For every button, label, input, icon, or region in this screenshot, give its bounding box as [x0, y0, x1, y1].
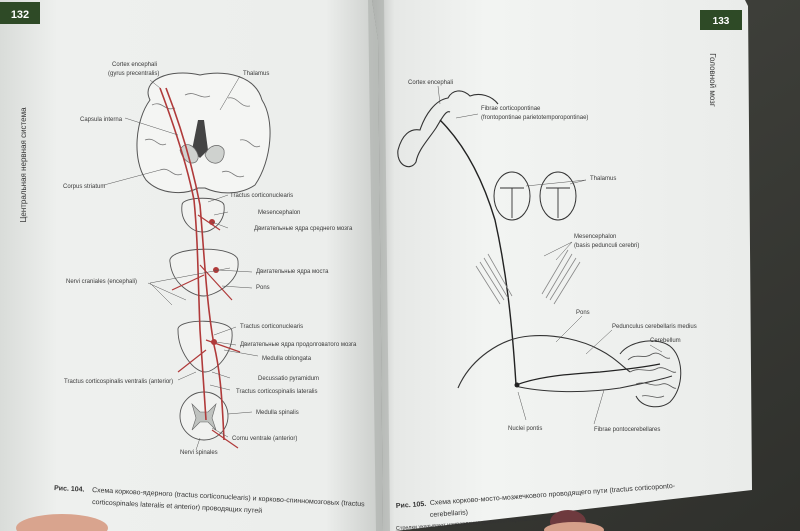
caption-105-line2: cerebellaris) [430, 509, 469, 519]
pontocerebellar-fibers [515, 363, 661, 386]
label-pons: Pons [256, 285, 270, 291]
gutter-shadow [368, 0, 390, 531]
figure-105: Cortex encephali Fibrae corticopontinae … [397, 80, 697, 433]
label-motor-medulla: Двигательные ядра продолговатого мозга [240, 342, 357, 348]
label-fibrae-cp-sub: (frontopontinae parietotemporopontinae) [481, 115, 588, 121]
label-fibrae-cp: Fibrae corticopontinae [481, 106, 541, 112]
right-running-title: Головной мозг [708, 53, 717, 107]
leader-lines-right [437, 85, 663, 425]
tract-corticonuclearis [159, 87, 207, 421]
pons-outline [457, 335, 631, 389]
label-capsula: Capsula interna [80, 117, 123, 123]
label-motor-pons: Двигательные ядра моста [256, 269, 329, 275]
thalamus-marks [500, 187, 570, 218]
left-running-title: Центральная нервная система [19, 107, 28, 223]
left-page-number: 132 [11, 9, 29, 21]
label-mesencephalon: Mesencephalon [258, 210, 300, 216]
cortex-outline [397, 90, 499, 151]
label-fibrae-pc: Fibrae pontocerebellares [594, 427, 660, 433]
leader-lines-left [103, 75, 259, 451]
left-page-number-tab [0, 2, 40, 24]
label-motor-mid: Двигательные ядра среднего мозга [254, 226, 353, 232]
label-medulla-spinalis: Medulla spinalis [256, 410, 299, 416]
label-cerebellum: Cerebellum [650, 338, 681, 344]
nuclei-pontis-dot [514, 382, 520, 388]
brain-gyri [144, 93, 261, 178]
pons-base [514, 375, 673, 393]
ventricles [192, 120, 208, 158]
label-mesencephalon-sub: (basis pedunculi cerebri) [574, 243, 639, 249]
cortex-fold [397, 111, 451, 168]
label-thalamus: Thalamus [243, 71, 269, 77]
label-tractus-cn-1: Tractus corticonuclearis [230, 193, 293, 199]
label-gyrus: (gyrus precentralis) [108, 71, 159, 77]
label-tractus-lateral: Tractus corticospinalis lateralis [236, 389, 317, 395]
finger-left [16, 514, 108, 531]
peduncle-fibers-right [541, 249, 581, 305]
right-page [372, 0, 752, 531]
right-page-number-tab [700, 10, 742, 30]
cerebellum-outline [619, 340, 682, 408]
medulla-section [177, 320, 233, 373]
caption-105-label: Рис. 105. [396, 501, 427, 510]
finger-right [544, 522, 604, 531]
label-pons-right: Pons [576, 310, 590, 316]
label-cornu-ventrale: Cornu ventrale (anterior) [232, 436, 297, 442]
label-nuclei-pontis: Nuclei pontis [508, 426, 542, 432]
label-corpus-striatum: Corpus striatum [63, 184, 105, 190]
nucleus-medulla [211, 339, 217, 345]
label-nervi-spinales: Nervi spinales [180, 450, 218, 456]
label-cortex: Cortex encephali [112, 62, 157, 68]
label-nervi-craniales: Nervi craniales (encephali) [66, 279, 137, 285]
tract-branches [171, 214, 241, 449]
label-pedunculus: Pedunculus cerebellaris medius [612, 324, 697, 330]
label-medulla: Medulla oblongata [262, 356, 312, 362]
corticopontine-tract [439, 119, 517, 386]
cerebellum-folia [627, 352, 677, 398]
peduncle-fibers-left [475, 253, 513, 305]
thalamus-right [539, 171, 577, 221]
label-decussatio: Decussatio pyramidum [258, 376, 319, 382]
caption-104-label: Рис. 104. [54, 485, 85, 494]
label-tractus-cn-2: Tractus corticonuclearis [240, 324, 303, 330]
right-page-number: 133 [713, 16, 730, 27]
figure-104: Cortex encephali (gyrus precentralis) Th… [63, 62, 357, 456]
label-thalamus-right: Thalamus [590, 176, 616, 182]
label-mesencephalon-right: Mesencephalon [574, 234, 616, 240]
label-tractus-ventral: Tractus corticospinalis ventralis (anter… [64, 379, 173, 385]
label-cortex-right: Cortex encephali [408, 80, 453, 86]
tract-corticospinalis [165, 87, 225, 441]
thalamus-left [493, 171, 531, 221]
nucleus-pons [213, 267, 219, 273]
